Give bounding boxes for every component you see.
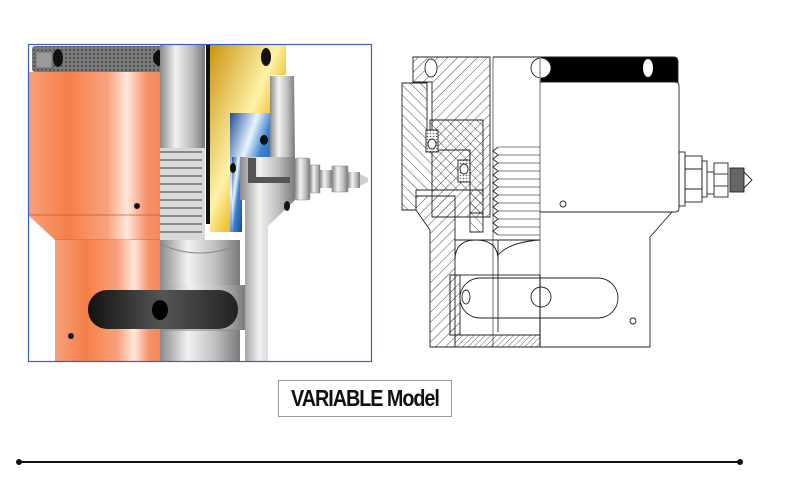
divider-right-endpoint: [737, 459, 743, 465]
divider-left-endpoint: [16, 459, 22, 465]
line-drawing-view: [401, 56, 753, 348]
blue-piston: [230, 113, 270, 232]
knurled-ring: [32, 46, 164, 72]
slot-outline: [459, 277, 619, 319]
fitting-outline: [678, 151, 753, 207]
figure-caption: VARIABLE Model: [291, 385, 440, 411]
thread-section: [160, 148, 205, 240]
steel-shaft: [160, 44, 205, 148]
thread-lines: [498, 146, 540, 236]
hydraulic-fitting: [294, 157, 368, 201]
horizontal-divider: [18, 461, 740, 463]
steel-nut: [160, 240, 240, 285]
caption-box: VARIABLE Model: [278, 380, 452, 417]
gold-piston: [210, 44, 286, 232]
illustration-frame: [27, 43, 373, 363]
steel-housing: [240, 157, 295, 362]
orange-upper-body: [28, 72, 160, 215]
color-cutaway-view: [27, 43, 373, 363]
